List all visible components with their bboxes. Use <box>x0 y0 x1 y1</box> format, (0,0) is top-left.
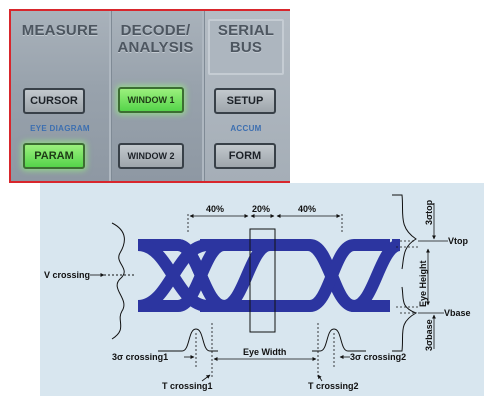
param-button[interactable]: PARAM <box>23 143 85 169</box>
crossing2-histogram <box>312 328 366 352</box>
serial-bus-label-frame <box>208 19 284 75</box>
eye-diagram-svg: V crossing 40% 20% 40% 3σ crossing1 3σ c… <box>44 194 471 391</box>
eye-diagram-sublabel: EYE DIAGRAM <box>30 124 90 133</box>
column-divider <box>109 11 111 181</box>
pct-center-label: 20% <box>252 204 270 214</box>
vbase-label: Vbase <box>444 308 471 318</box>
cursor-button[interactable]: CURSOR <box>23 88 85 114</box>
bus-heading: BUS <box>229 39 263 56</box>
sigma-top-label: 3σtop <box>424 199 434 225</box>
vtop-label: Vtop <box>448 236 468 246</box>
eye-width-label: Eye Width <box>243 347 286 357</box>
pct-left-label: 40% <box>206 204 224 214</box>
serial-heading: SERIAL <box>217 22 275 39</box>
t-crossing2-label: T crossing2 <box>308 381 359 391</box>
pct-right-label: 40% <box>298 204 316 214</box>
eye-traces <box>137 239 402 313</box>
eye-center-window <box>249 228 276 333</box>
accum-sublabel: ACCUM <box>230 124 262 133</box>
setup-button[interactable]: SETUP <box>214 88 276 114</box>
eye-diagram-figure: V crossing 40% 20% 40% 3σ crossing1 3σ c… <box>40 183 484 396</box>
form-button[interactable]: FORM <box>214 143 276 169</box>
sigma-crossing1-label: 3σ crossing1 <box>112 352 168 362</box>
eye-height-label: Eye Height <box>418 260 428 307</box>
v-crossing-label: V crossing <box>44 270 90 280</box>
oscilloscope-front-panel: MEASURE CURSOR EYE DIAGRAM PARAM DECODE/… <box>9 9 290 183</box>
analysis-heading: ANALYSIS <box>117 39 194 56</box>
vtop-histogram <box>392 194 417 270</box>
column-divider <box>202 11 204 181</box>
vbase-histogram <box>392 286 418 352</box>
sigma-crossing2-label: 3σ crossing2 <box>350 352 406 362</box>
crossing1-histogram <box>158 328 218 352</box>
t-crossing1-label: T crossing1 <box>162 381 213 391</box>
window1-button[interactable]: WINDOW 1 <box>118 87 184 113</box>
eye-trace-left-cross2 <box>137 239 220 312</box>
v-crossing-histogram <box>111 222 125 340</box>
window2-button[interactable]: WINDOW 2 <box>118 143 184 169</box>
decode-heading: DECODE/ <box>120 22 191 39</box>
measure-heading: MEASURE <box>21 22 99 39</box>
sigma-base-label: 3σbase <box>424 319 434 351</box>
